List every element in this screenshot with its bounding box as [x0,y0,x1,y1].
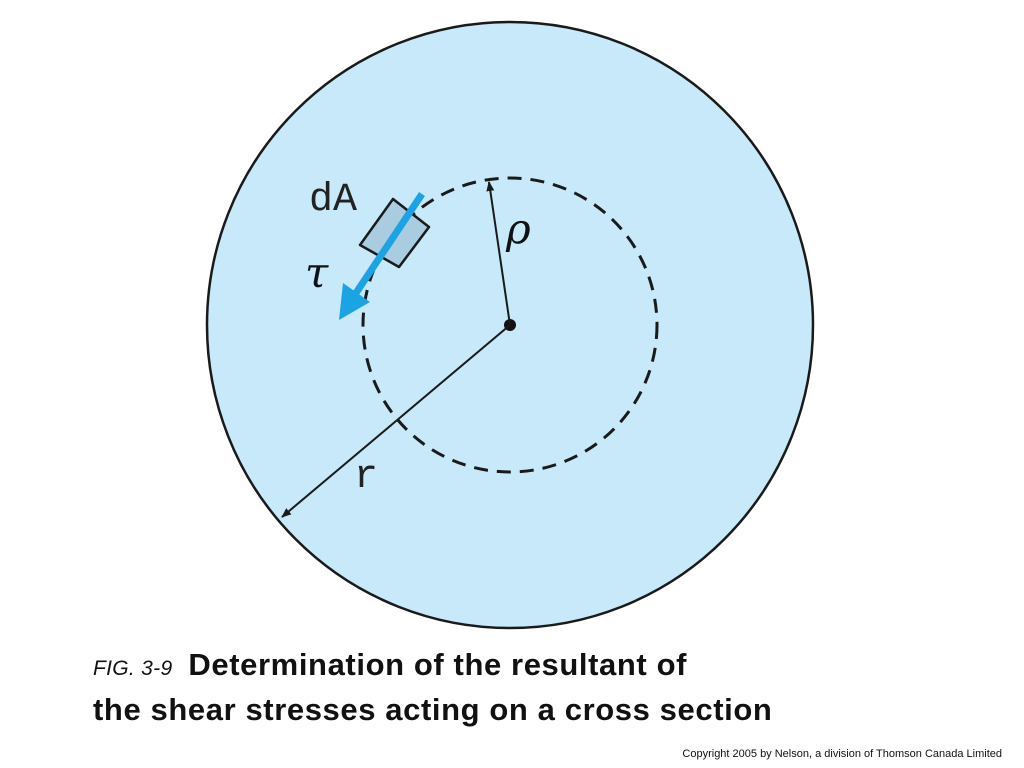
figure-caption: FIG. 3-9 Determination of the resultant o… [93,644,993,730]
cross-section-diagram: dA τ ρ r [205,20,815,630]
radius-rho-dashed-circle [361,176,659,474]
label-r: r [354,455,378,500]
copyright-notice: Copyright 2005 by Nelson, a division of … [682,748,1002,760]
caption-line-1: FIG. 3-9 Determination of the resultant o… [93,644,993,689]
label-rho: ρ [505,204,531,253]
outer-radius-arrow [281,324,511,518]
label-tau: τ [305,248,329,297]
figure-number: FIG. 3-9 [93,657,173,680]
caption-title-line-1: Determination of the resultant of [188,647,688,682]
shear-stress-arrowhead [339,283,370,320]
label-da: dA [309,178,357,223]
caption-title-line-2: the shear stresses acting on a cross sec… [93,692,773,727]
shear-stress-arrow-shaft [353,192,425,295]
rho-radius-arrow [486,181,511,326]
